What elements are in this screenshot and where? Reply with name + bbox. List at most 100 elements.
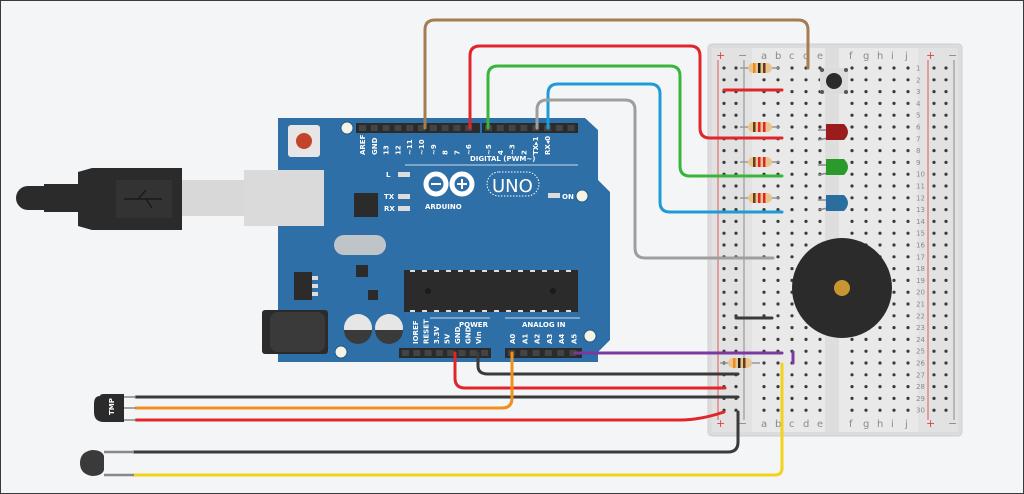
breadboard-hole[interactable] xyxy=(762,385,766,389)
breadboard-hole[interactable] xyxy=(892,255,896,259)
breadboard-hole[interactable] xyxy=(878,66,882,70)
rail-hole[interactable] xyxy=(722,278,726,282)
breadboard-hole[interactable] xyxy=(850,101,854,105)
breadboard-hole[interactable] xyxy=(804,385,808,389)
rail-hole[interactable] xyxy=(734,208,738,212)
breadboard-hole[interactable] xyxy=(804,137,808,141)
breadboard-hole[interactable] xyxy=(776,184,780,188)
breadboard-hole[interactable] xyxy=(892,278,896,282)
wire-orange-a0[interactable] xyxy=(134,351,514,410)
rail-hole[interactable] xyxy=(722,160,726,164)
header-pin[interactable] xyxy=(496,125,504,131)
breadboard-hole[interactable] xyxy=(762,290,766,294)
header-pin[interactable] xyxy=(544,350,552,356)
breadboard-hole[interactable] xyxy=(878,172,882,176)
wire-black-thermistor[interactable] xyxy=(132,410,740,454)
rail-hole[interactable] xyxy=(722,243,726,247)
rail-hole[interactable] xyxy=(722,125,726,129)
breadboard-hole[interactable] xyxy=(776,302,780,306)
breadboard-hole[interactable] xyxy=(818,408,822,412)
rail-hole[interactable] xyxy=(944,408,948,412)
header-pin[interactable] xyxy=(567,125,575,131)
rail-hole[interactable] xyxy=(944,90,948,94)
rail-hole[interactable] xyxy=(932,184,936,188)
rail-hole[interactable] xyxy=(944,267,948,271)
breadboard-hole[interactable] xyxy=(762,184,766,188)
rail-hole[interactable] xyxy=(722,302,726,306)
rail-hole[interactable] xyxy=(944,149,948,153)
breadboard-hole[interactable] xyxy=(776,326,780,330)
breadboard-hole[interactable] xyxy=(878,101,882,105)
rail-hole[interactable] xyxy=(944,172,948,176)
breadboard-hole[interactable] xyxy=(906,255,910,259)
breadboard-hole[interactable] xyxy=(804,231,808,235)
wire-blue-pin2[interactable] xyxy=(546,82,784,214)
header-pin[interactable] xyxy=(394,125,402,131)
led-green[interactable] xyxy=(817,159,848,176)
header-pin[interactable] xyxy=(424,350,432,356)
rail-hole[interactable] xyxy=(944,231,948,235)
breadboard-hole[interactable] xyxy=(790,326,794,330)
breadboard-hole[interactable] xyxy=(864,349,868,353)
header-pin[interactable] xyxy=(569,350,577,356)
breadboard-hole[interactable] xyxy=(818,373,822,377)
breadboard-hole[interactable] xyxy=(906,219,910,223)
header-pin[interactable] xyxy=(359,125,366,131)
rail-hole[interactable] xyxy=(722,184,726,188)
breadboard-hole[interactable] xyxy=(906,267,910,271)
rail-hole[interactable] xyxy=(932,255,936,259)
breadboard-hole[interactable] xyxy=(776,149,780,153)
breadboard-hole[interactable] xyxy=(776,396,780,400)
rail-hole[interactable] xyxy=(932,208,936,212)
wire-gray-pin3[interactable] xyxy=(535,98,775,260)
rail-hole[interactable] xyxy=(944,125,948,129)
breadboard-hole[interactable] xyxy=(790,160,794,164)
breadboard-hole[interactable] xyxy=(878,219,882,223)
breadboard-hole[interactable] xyxy=(804,361,808,365)
rail-hole[interactable] xyxy=(722,149,726,153)
breadboard-hole[interactable] xyxy=(892,396,896,400)
breadboard-hole[interactable] xyxy=(878,361,882,365)
breadboard-hole[interactable] xyxy=(906,125,910,129)
rail-hole[interactable] xyxy=(944,326,948,330)
breadboard-hole[interactable] xyxy=(892,231,896,235)
breadboard-hole[interactable] xyxy=(850,385,854,389)
breadboard-hole[interactable] xyxy=(804,337,808,341)
header-pin[interactable] xyxy=(382,125,390,131)
breadboard-hole[interactable] xyxy=(892,219,896,223)
rail-hole[interactable] xyxy=(944,337,948,341)
breadboard-hole[interactable] xyxy=(804,125,808,129)
breadboard-hole[interactable] xyxy=(776,113,780,117)
rail-hole[interactable] xyxy=(932,385,936,389)
rail-hole[interactable] xyxy=(932,337,936,341)
header-pin[interactable] xyxy=(402,350,409,356)
breadboard-hole[interactable] xyxy=(906,113,910,117)
rail-hole[interactable] xyxy=(944,243,948,247)
breadboard-hole[interactable] xyxy=(776,255,780,259)
breadboard-hole[interactable] xyxy=(864,385,868,389)
breadboard-hole[interactable] xyxy=(790,385,794,389)
header-pin[interactable] xyxy=(458,350,466,356)
rail-hole[interactable] xyxy=(722,290,726,294)
breadboard-hole[interactable] xyxy=(878,137,882,141)
breadboard-hole[interactable] xyxy=(878,373,882,377)
header-pin[interactable] xyxy=(370,125,378,131)
header-pin[interactable] xyxy=(520,350,528,356)
rail-hole[interactable] xyxy=(932,349,936,353)
rail-hole[interactable] xyxy=(722,78,726,82)
rail-hole[interactable] xyxy=(722,66,726,70)
breadboard-hole[interactable] xyxy=(864,66,868,70)
rail-hole[interactable] xyxy=(734,184,738,188)
breadboard-hole[interactable] xyxy=(892,290,896,294)
wire-red-5v[interactable] xyxy=(453,351,727,390)
breadboard-hole[interactable] xyxy=(804,373,808,377)
breadboard-hole[interactable] xyxy=(790,255,794,259)
rail-hole[interactable] xyxy=(734,113,738,117)
breadboard-hole[interactable] xyxy=(892,125,896,129)
breadboard-hole[interactable] xyxy=(790,172,794,176)
breadboard-hole[interactable] xyxy=(878,231,882,235)
tmp-temperature-sensor[interactable]: TMP xyxy=(94,394,136,422)
breadboard-hole[interactable] xyxy=(818,125,822,129)
breadboard-hole[interactable] xyxy=(804,196,808,200)
rail-hole[interactable] xyxy=(932,326,936,330)
